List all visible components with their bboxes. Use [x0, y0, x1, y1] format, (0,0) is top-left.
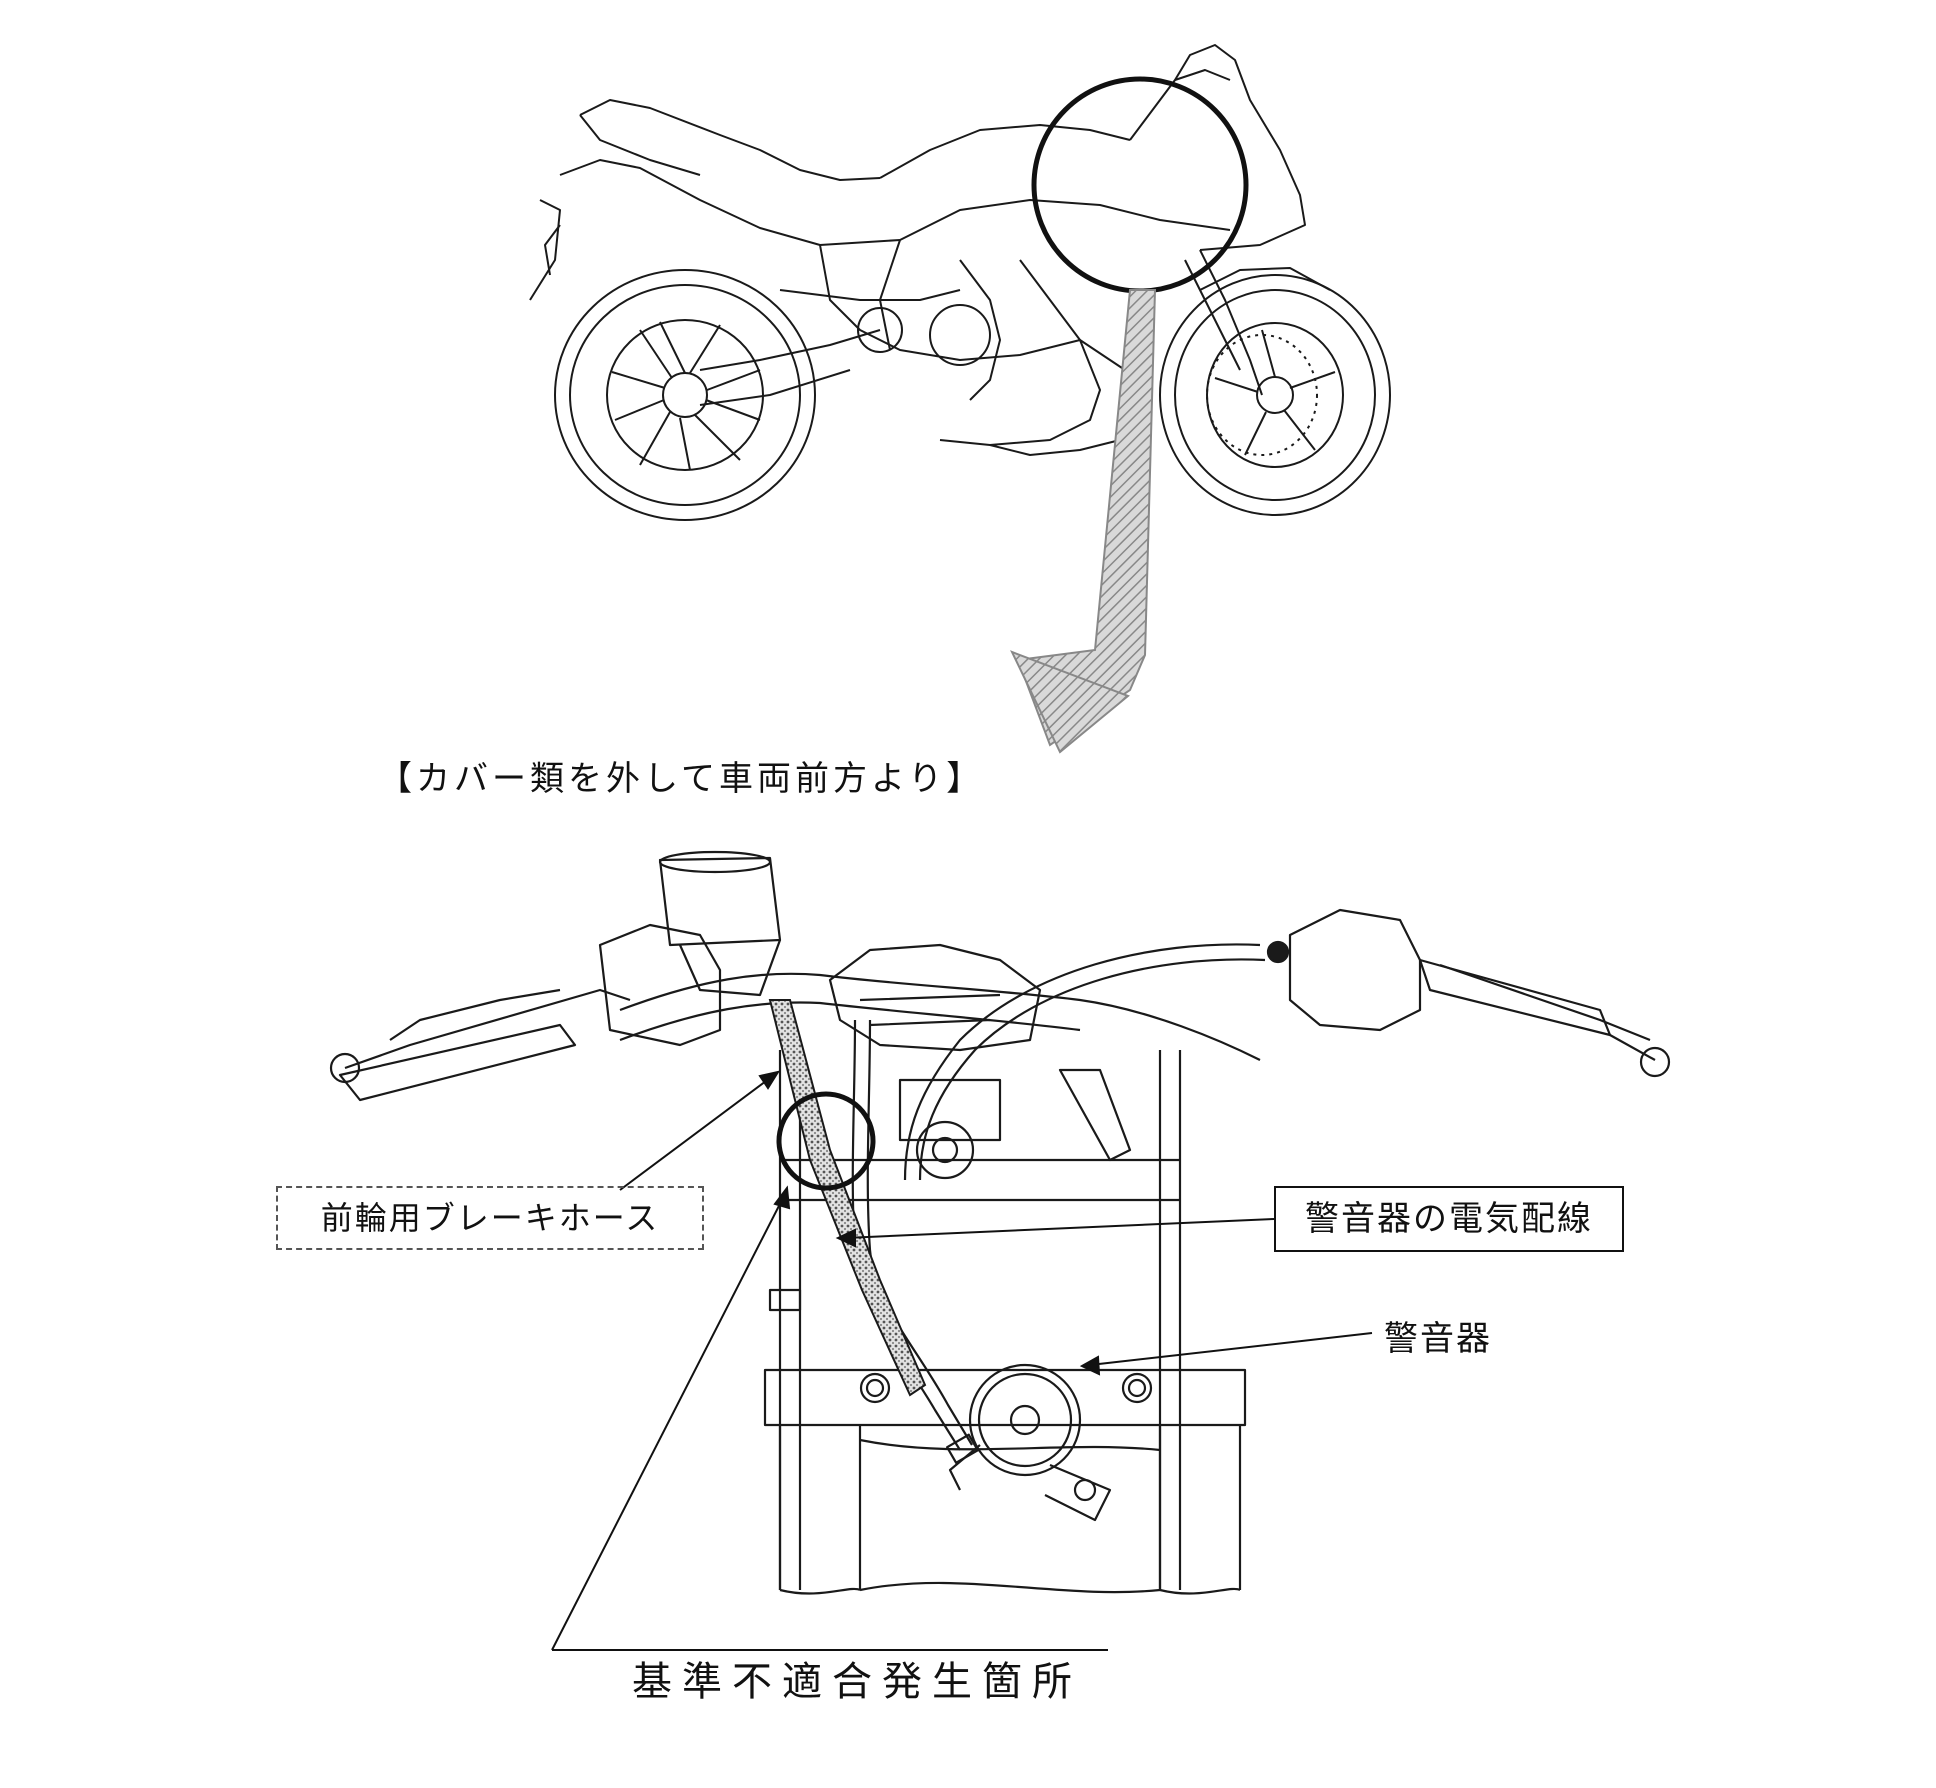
callout-arrow	[1010, 289, 1157, 754]
figure-caption: 【カバー類を外して車両前方より】	[378, 759, 985, 799]
label-defect-location: 基準不適合発生箇所	[632, 1659, 1082, 1705]
front-wheel	[1159, 274, 1391, 516]
motorcycle-side-view	[529, 44, 1391, 521]
label-front-brake-hose: 前輪用ブレーキホース	[276, 1186, 704, 1250]
front-brake-hose	[768, 999, 927, 1397]
defect-circle-front	[776, 1091, 876, 1191]
handlebar-front-view	[329, 850, 1671, 1595]
rear-wheel	[554, 269, 816, 521]
leader-lines	[551, 1070, 1373, 1651]
highlight-circle-side	[1031, 76, 1249, 294]
label-horn-wiring: 警音器の電気配線	[1274, 1186, 1624, 1252]
label-horn: 警音器	[1384, 1319, 1492, 1359]
